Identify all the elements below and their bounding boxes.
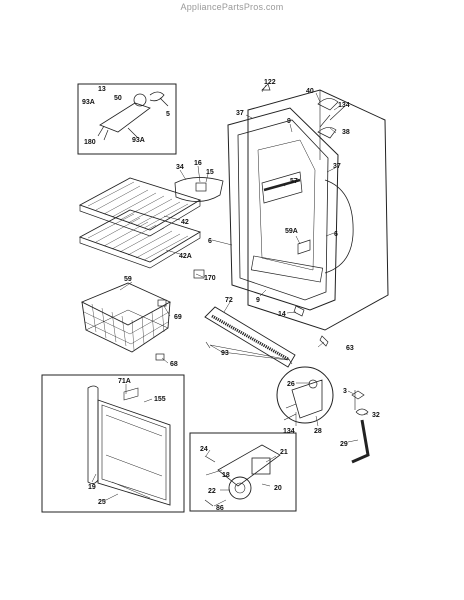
label-93a-top: 93A [82, 99, 95, 106]
label-155: 155 [154, 396, 166, 403]
label-86: 86 [216, 505, 224, 512]
label-9-bottom: 9 [256, 297, 260, 304]
label-134-bottom: 134 [283, 428, 295, 435]
watermark: AppliancePartsPros.com [180, 2, 284, 12]
label-19: 19 [88, 484, 96, 491]
label-69: 69 [174, 314, 182, 321]
label-122: 122 [264, 79, 276, 86]
shelf-cover [174, 177, 224, 202]
label-42a: 42A [179, 253, 192, 260]
label-15: 15 [206, 169, 214, 176]
callout-labels: 122 37 9 40 134 38 37 57 34 16 15 13 50 … [82, 79, 380, 512]
label-170: 170 [204, 275, 216, 282]
label-37-right: 37 [333, 163, 341, 170]
label-180: 180 [84, 139, 96, 146]
label-71a: 71A [118, 378, 131, 385]
label-6-left: 6 [208, 238, 212, 245]
label-134-top: 134 [338, 102, 350, 109]
freezer-cabinet [227, 89, 389, 331]
label-68: 68 [170, 361, 178, 368]
wire-shelves [78, 177, 202, 269]
label-14: 14 [278, 311, 286, 318]
label-93a-bottom: 93A [132, 137, 145, 144]
toe-grille [204, 306, 296, 368]
label-25: 25 [98, 499, 106, 506]
leader-lines [91, 84, 368, 507]
wire-basket [80, 282, 172, 361]
hinge-detail [276, 366, 334, 424]
label-59: 59 [124, 276, 132, 283]
label-38: 38 [342, 129, 350, 136]
label-72: 72 [225, 297, 233, 304]
door-liner-inset [41, 374, 185, 513]
label-34: 34 [176, 164, 184, 171]
label-37-top: 37 [236, 110, 244, 117]
label-57: 57 [290, 178, 298, 185]
label-22: 22 [208, 488, 216, 495]
label-3: 3 [343, 388, 347, 395]
label-26: 26 [287, 381, 295, 388]
label-24: 24 [200, 446, 208, 453]
label-5: 5 [166, 111, 170, 118]
label-16: 16 [194, 160, 202, 167]
label-28: 28 [314, 428, 322, 435]
label-59a: 59A [285, 228, 298, 235]
label-93: 93 [221, 350, 229, 357]
thermostat-inset [189, 432, 297, 512]
label-20: 20 [274, 485, 282, 492]
label-29: 29 [340, 441, 348, 448]
label-21: 21 [280, 449, 288, 456]
label-32: 32 [372, 412, 380, 419]
label-50: 50 [114, 95, 122, 102]
drain-tube [351, 390, 370, 464]
fan-motor-inset [77, 83, 177, 155]
label-13: 13 [98, 86, 106, 93]
label-6-right: 6 [334, 231, 338, 238]
label-42: 42 [181, 219, 189, 226]
label-9-top: 9 [287, 118, 291, 125]
cabinet-small-parts [193, 83, 329, 347]
label-18: 18 [222, 472, 230, 479]
label-63: 63 [346, 345, 354, 352]
label-40: 40 [306, 88, 314, 95]
